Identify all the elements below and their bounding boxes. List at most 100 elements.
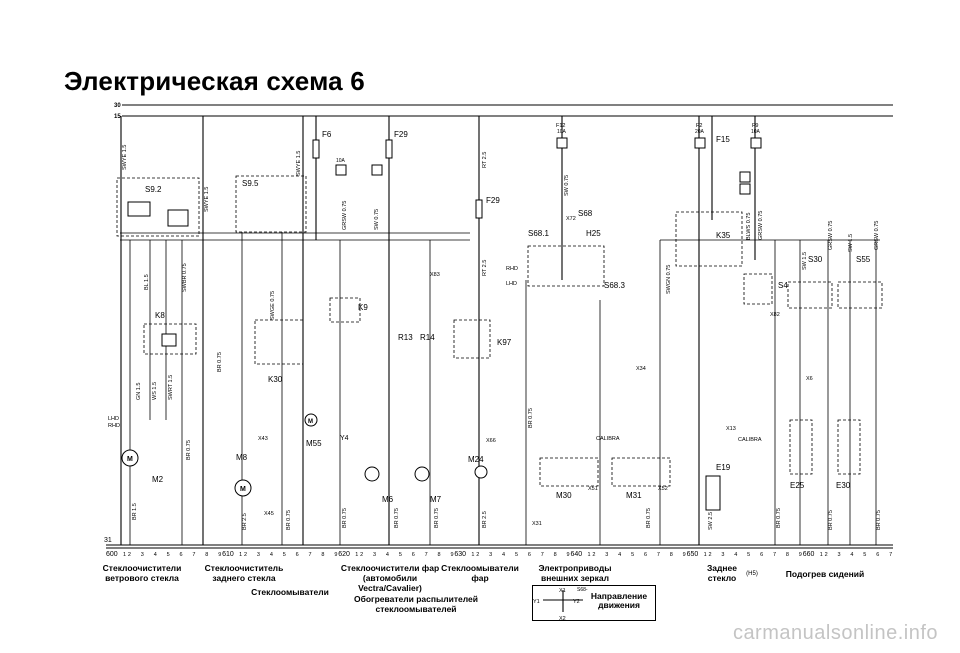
grid-column-number: 3 — [605, 552, 608, 558]
fuse-f8 — [335, 164, 347, 176]
relay-k30 — [254, 319, 304, 365]
cable-label: SWGN 0.75 — [666, 265, 672, 294]
grid-column-number: 6 — [412, 552, 415, 558]
rail-31-label: 31 — [104, 537, 112, 544]
grid-column-number: 1 — [355, 552, 358, 558]
cable-label: BR 2.5 — [482, 511, 488, 528]
cable-label: SWBR 0.75 — [182, 263, 188, 292]
grid-column-number: 3 — [837, 552, 840, 558]
heater-e30 — [837, 419, 861, 475]
heater-e25 — [789, 419, 813, 475]
cable-label: BR 0.75 — [776, 508, 782, 528]
page-title: Электрическая схема 6 — [64, 66, 365, 96]
caption-washers: Стеклоомыватели — [251, 587, 329, 597]
fuse-f12 — [556, 137, 568, 149]
grid-column-number: 5 — [283, 552, 286, 558]
m8-label: M8 — [236, 453, 248, 462]
lhd-label-2: LHD — [506, 281, 517, 287]
motor-m30 — [539, 457, 599, 487]
fuse-f6 — [312, 139, 320, 159]
grid-column-number: 5 — [167, 552, 170, 558]
cable-label: BR 0.75 — [286, 510, 292, 530]
k8-label: K8 — [155, 311, 165, 320]
grid-column-number: 3 — [373, 552, 376, 558]
switch-s68-1 — [527, 245, 605, 287]
grid-column-number: 4 — [618, 552, 621, 558]
fuse-f9 — [750, 137, 762, 149]
relay-k8 — [143, 323, 197, 355]
caption-line: Электроприводы — [538, 563, 612, 573]
grid-column-number: 5 — [515, 552, 518, 558]
switch-s30 — [787, 281, 833, 309]
fuse-f2 — [694, 137, 706, 149]
caption-line: Стеклоомыватели — [441, 563, 519, 573]
caption-rear-window-h5: (H5) — [746, 571, 758, 577]
grid-column-number: 4 — [270, 552, 273, 558]
m7-label: M7 — [430, 495, 442, 504]
svg-text:M: M — [308, 419, 313, 425]
legend-s68: S68- — [577, 587, 588, 593]
grid-column-number: 2 — [128, 552, 131, 558]
x31-label: X31 — [532, 521, 542, 527]
s9-2-label: S9.2 — [145, 185, 162, 194]
grid-section-number: 650 — [687, 551, 699, 558]
fuse-f12-label: F12 — [556, 123, 565, 129]
fuses: F6 F29 F29 F12 10A F2 20A F15 F9 10A 10A — [312, 123, 762, 219]
cable-label: SW 0.75 — [564, 175, 570, 196]
caption-rear-window: Заднее стекло — [700, 563, 744, 583]
grid-column-number: 9 — [334, 552, 337, 558]
cable-label: BL 1.5 — [144, 274, 150, 290]
cable-label: SWYE 1.5 — [296, 151, 302, 176]
legend-symbol: X1 X2 Y1 Y2 S68- — [533, 587, 588, 622]
s9-5-label: S9.5 — [242, 179, 259, 188]
grid-section-number: 620 — [338, 551, 350, 558]
grid-column-number: 7 — [773, 552, 776, 558]
cable-label: WS 1.5 — [152, 382, 158, 400]
x6-label: X6 — [806, 376, 813, 382]
cable-label: BR 0.75 — [434, 508, 440, 528]
grid-section-number: 600 — [106, 551, 118, 558]
caption-line: Стеклоочистители фар — [340, 563, 440, 573]
caption-line: Vectra/Cavalier) — [358, 583, 422, 593]
fuse-f29a — [385, 139, 393, 159]
motor-m2 — [121, 449, 139, 467]
fuse-f29b-label: F29 — [486, 196, 500, 205]
legend-y1: Y1 — [533, 599, 540, 605]
fuse-f8b — [371, 164, 383, 176]
s68-1-label: S68.1 — [528, 229, 549, 238]
grid-column-number: 8 — [786, 552, 789, 558]
x13-label: X13 — [726, 426, 736, 432]
heater-e19 — [705, 475, 721, 511]
grid-column-number: 2 — [244, 552, 247, 558]
rail-15-label: 15 — [114, 114, 121, 120]
components: S9.2 S9.5 K8 K30 K9 K97 K35 S68.1 H25 S6… — [108, 175, 883, 511]
svg-text:M: M — [240, 486, 246, 493]
m6-label: M6 — [382, 495, 394, 504]
legend-y2: Y2 — [573, 599, 580, 605]
caption-line: стекло — [707, 573, 737, 583]
grid-section-number: 630 — [454, 551, 466, 558]
m24-label: M24 — [468, 455, 484, 464]
connector-labels: X43 X45 X82 X83 X72 X34 X51 X52 X31 X66 … — [258, 216, 813, 527]
relay-k97 — [453, 319, 491, 359]
grid-column-number: 1 — [820, 552, 823, 558]
caption-line: заднего стекла — [212, 573, 276, 583]
s68-label: S68 — [578, 209, 593, 218]
x51-label: X51 — [588, 486, 598, 492]
power-rails: 30 15 31 — [104, 103, 893, 549]
motor-m31 — [611, 457, 671, 487]
x66-label: X66 — [486, 438, 496, 444]
grid-column-number: 5 — [631, 552, 634, 558]
grid-column-number: 4 — [154, 552, 157, 558]
cable-label: SWRT 1.5 — [168, 375, 174, 400]
grid-column-number: 2 — [708, 552, 711, 558]
fuse-f15-label: F15 — [716, 135, 730, 144]
grid-column-number: 7 — [889, 552, 892, 558]
k30-label: K30 — [268, 375, 283, 384]
motor-m55 — [304, 413, 318, 427]
r13-label: R13 — [398, 333, 413, 342]
grid-column-number: 6 — [180, 552, 183, 558]
grid-column-number: 2 — [592, 552, 595, 558]
switch-s55 — [837, 281, 883, 309]
